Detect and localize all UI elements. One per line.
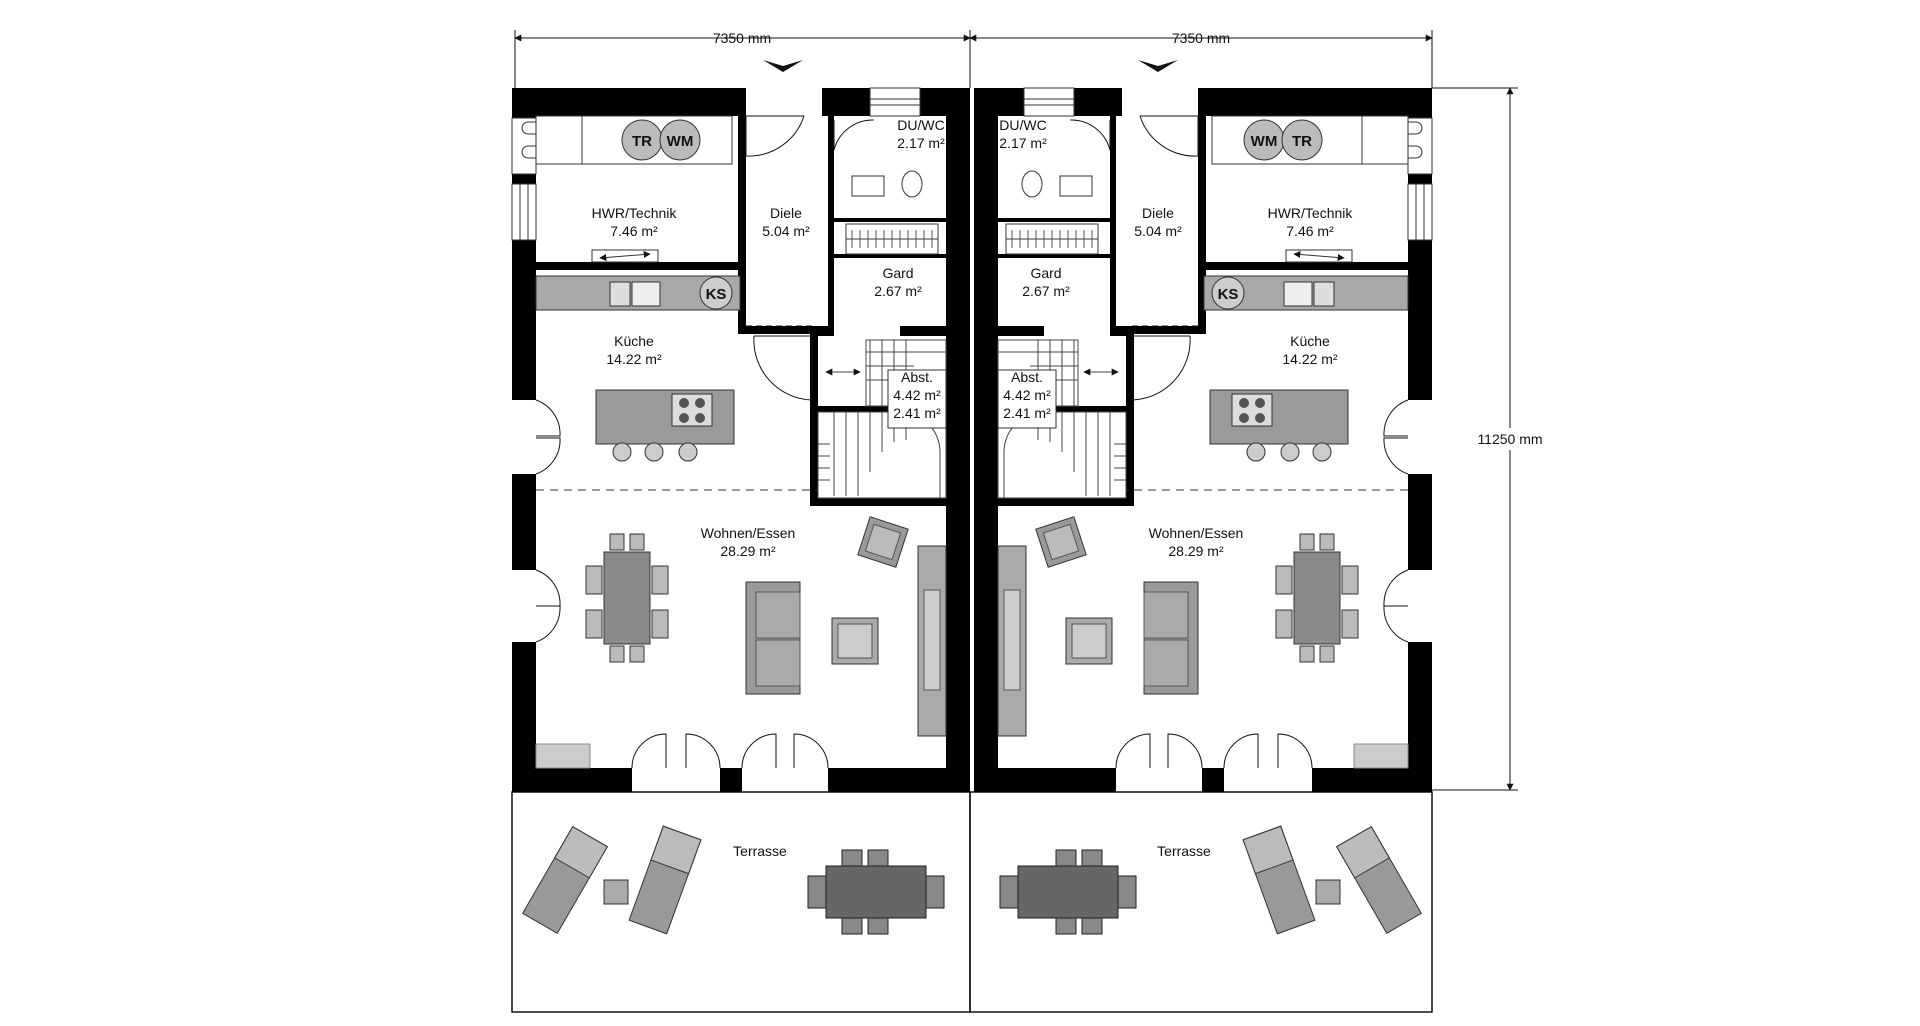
room-kueche-name: Küche xyxy=(614,333,654,349)
room-wohnen-area: 28.29 m² xyxy=(720,543,776,559)
room-kueche-area: 14.22 m² xyxy=(1282,351,1338,367)
toilet-icon xyxy=(901,170,923,198)
living-furniture xyxy=(997,516,1409,769)
room-abst-area2: 2.41 m² xyxy=(893,405,941,421)
washing-machine-icon xyxy=(659,119,701,161)
wardrobe-icon xyxy=(1005,223,1099,255)
entrance-arrow-icon xyxy=(763,60,803,72)
kitchen-island xyxy=(1209,389,1349,445)
room-duwc-name: DU/WC xyxy=(999,117,1046,133)
bathroom-fixtures xyxy=(1021,170,1093,198)
room-hwr-area: 7.46 m² xyxy=(610,223,658,239)
fixture-fridge-label: KS xyxy=(1218,286,1239,303)
hwr-fixtures: TR WM xyxy=(521,115,733,263)
height-dimension: 11250 mm xyxy=(1477,431,1542,447)
kitchen-fixtures xyxy=(1203,275,1409,462)
room-abst-area1: 4.42 m² xyxy=(1003,387,1051,403)
sink-icon xyxy=(1283,281,1313,307)
toilet-icon xyxy=(1021,170,1043,198)
walls xyxy=(974,88,1432,792)
room-abst-area1: 4.42 m² xyxy=(893,387,941,403)
room-wohnen-name: Wohnen/Essen xyxy=(1149,525,1244,541)
room-kueche-area: 14.22 m² xyxy=(606,351,662,367)
kitchen-island xyxy=(595,389,735,445)
fixture-fridge-label: KS xyxy=(706,286,727,303)
room-diele-area: 5.04 m² xyxy=(762,223,810,239)
windows xyxy=(511,87,946,491)
unit-left: TR WM KS xyxy=(511,87,970,935)
room-wohnen-name: Wohnen/Essen xyxy=(701,525,796,541)
room-duwc-area: 2.17 m² xyxy=(999,135,1047,151)
living-furniture xyxy=(535,516,947,769)
radiator-icon xyxy=(1293,251,1345,261)
room-diele-area: 5.04 m² xyxy=(1134,223,1182,239)
room-kueche-name: Küche xyxy=(1290,333,1330,349)
room-abst-area2: 2.41 m² xyxy=(1003,405,1051,421)
bathroom-fixtures xyxy=(851,170,923,198)
fridge-icon xyxy=(1211,276,1245,310)
doors xyxy=(1069,115,1409,769)
staircase xyxy=(997,339,1127,499)
radiator-icon xyxy=(599,251,651,261)
dining-table xyxy=(1293,551,1341,645)
dryer-icon xyxy=(1281,119,1323,161)
entrance-arrow-icon xyxy=(1138,60,1178,72)
room-abst-name: Abst. xyxy=(901,369,933,385)
room-gard-area: 2.67 m² xyxy=(874,283,922,299)
room-diele-name: Diele xyxy=(1142,205,1174,221)
room-labels: HWR/Technik 7.46 m² Diele 5.04 m² DU/WC … xyxy=(999,117,1353,859)
unit-right: WM TR KS HWR/Technik 7.46 m² Diele 5.04 … xyxy=(974,87,1433,935)
fridge-icon xyxy=(699,276,733,310)
room-duwc-area: 2.17 m² xyxy=(897,135,945,151)
room-gard-name: Gard xyxy=(1030,265,1061,281)
sideboard xyxy=(917,545,947,737)
sink-icon xyxy=(631,281,661,307)
room-gard-name: Gard xyxy=(882,265,913,281)
room-abst-name: Abst. xyxy=(1011,369,1043,385)
cooktop-icon xyxy=(671,393,713,427)
terrace-furniture xyxy=(999,825,1423,935)
terrace-table xyxy=(1017,865,1119,919)
kitchen-fixtures: KS xyxy=(535,275,741,462)
washbasin-icon xyxy=(1059,175,1093,197)
room-gard-area: 2.67 m² xyxy=(1022,283,1070,299)
fixture-dryer-label: TR xyxy=(632,133,652,150)
hwr-fixtures xyxy=(1211,115,1423,263)
room-labels: HWR/Technik 7.46 m² Diele 5.04 m² DU/WC … xyxy=(592,117,945,859)
cooktop-icon xyxy=(1231,393,1273,427)
room-terrasse-name: Terrasse xyxy=(733,843,787,859)
terrace-table xyxy=(825,865,927,919)
fixture-washer-label: WM xyxy=(667,133,694,150)
fixture-dryer-label: TR xyxy=(1292,133,1312,150)
room-hwr-name: HWR/Technik xyxy=(1268,205,1354,221)
wardrobe-icon xyxy=(845,223,939,255)
washbasin-icon xyxy=(851,175,885,197)
walls xyxy=(512,88,970,792)
room-hwr-name: HWR/Technik xyxy=(592,205,678,221)
width-dimension-right: 7350 mm xyxy=(1172,30,1230,46)
unit-right-geometry xyxy=(974,87,1433,935)
room-hwr-area: 7.46 m² xyxy=(1286,223,1334,239)
room-diele-name: Diele xyxy=(770,205,802,221)
room-wohnen-area: 28.29 m² xyxy=(1168,543,1224,559)
fixture-washer-label: WM xyxy=(1251,133,1278,150)
width-dimension-left: 7350 mm xyxy=(713,30,771,46)
dining-table xyxy=(603,551,651,645)
room-duwc-name: DU/WC xyxy=(897,117,944,133)
room-terrasse-name: Terrasse xyxy=(1157,843,1211,859)
doors xyxy=(535,115,875,769)
terrace-furniture xyxy=(521,825,945,935)
